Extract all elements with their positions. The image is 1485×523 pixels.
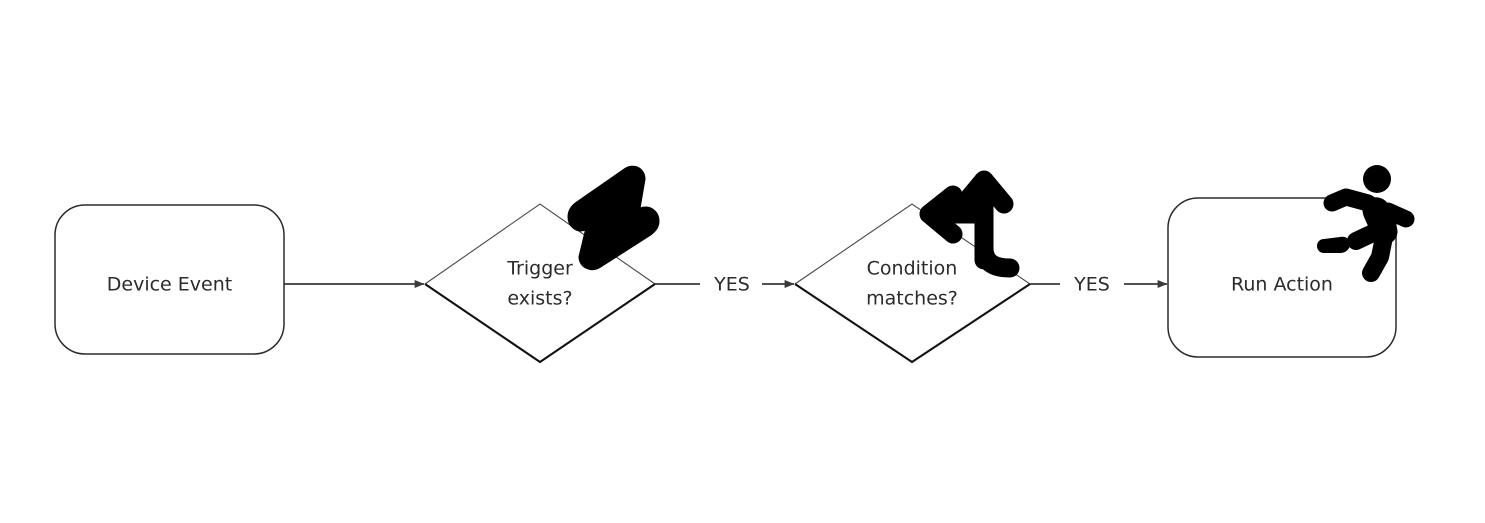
condition-matches-label-line2: matches? <box>866 288 958 310</box>
node-trigger-exists[interactable]: Trigger exists? <box>424 203 656 364</box>
lightning-bolt-icon <box>567 165 660 271</box>
running-person-icon <box>1317 165 1415 282</box>
device-event-label: Device Event <box>107 274 232 296</box>
trigger-exists-label-line2: exists? <box>507 288 572 310</box>
device-event-shape <box>54 204 285 355</box>
runner-head <box>1363 165 1391 193</box>
condition-matches-label-line1: Condition <box>867 258 958 280</box>
edge-condition-to-action: YES <box>1030 274 1168 296</box>
trigger-exists-lower-edges <box>424 283 656 364</box>
node-device-event[interactable]: Device Event <box>54 204 285 355</box>
condition-matches-lower-edges <box>794 283 1031 364</box>
edge-condition-to-action-label: YES <box>1073 274 1110 296</box>
condition-matches-fill <box>795 204 1030 362</box>
trigger-exists-label-line1: Trigger <box>506 258 573 280</box>
run-action-label: Run Action <box>1231 274 1333 296</box>
node-condition-matches[interactable]: Condition matches? <box>794 203 1031 364</box>
edge-trigger-to-condition-label: YES <box>713 274 750 296</box>
node-run-action[interactable]: Run Action <box>1167 197 1397 358</box>
edge-trigger-to-condition: YES <box>655 274 795 296</box>
branch-arrow-icon <box>919 170 1020 278</box>
